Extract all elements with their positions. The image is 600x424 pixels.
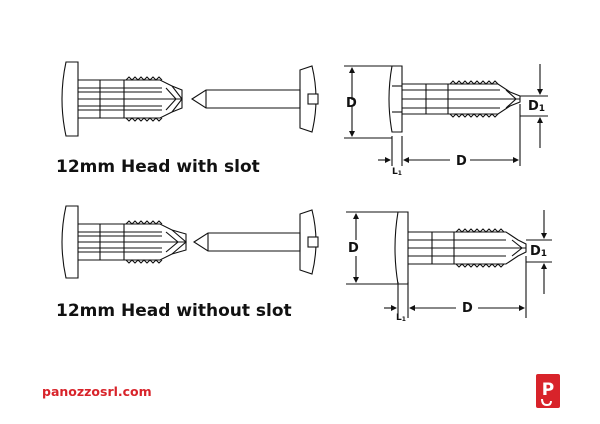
caption-without-slot: 12mm Head without slot — [56, 301, 292, 321]
dim-d1-top-main: D — [528, 99, 539, 114]
dim-l1-bottom: L1 — [396, 313, 406, 323]
dim-d1-top-sub: 1 — [539, 104, 545, 114]
dimensions-bottom — [346, 210, 552, 318]
rivet-with-slot-side-view — [61, 61, 319, 137]
website-link[interactable]: panozzosrl.com — [42, 384, 152, 399]
caption-with-slot: 12mm Head with slot — [56, 157, 260, 177]
brand-logo: P — [536, 374, 560, 408]
dim-d-top: D — [346, 96, 357, 111]
rivet-without-slot-side-view — [61, 205, 319, 279]
dim-length-top: D — [456, 154, 467, 169]
brand-logo-hook — [541, 398, 552, 407]
dim-length-bottom: D — [462, 301, 473, 316]
dim-d1-bottom-main: D — [530, 244, 541, 259]
dim-l1-bottom-sub: 1 — [402, 316, 406, 323]
rivet-without-slot-assembled-view — [394, 211, 527, 285]
dim-d1-bottom-sub: 1 — [541, 249, 547, 259]
dim-l1-top-sub: 1 — [398, 170, 402, 177]
dimensions-top — [344, 64, 548, 166]
brand-logo-letter: P — [542, 380, 554, 400]
dim-l1-top: L1 — [392, 167, 402, 177]
dim-d1-top: D1 — [528, 99, 545, 114]
dim-l1-bottom-main: L — [396, 313, 402, 323]
dim-d-bottom: D — [348, 241, 359, 256]
rivet-with-slot-assembled-view — [388, 65, 521, 133]
dim-l1-top-main: L — [392, 167, 398, 177]
dim-d1-bottom: D1 — [530, 244, 547, 259]
